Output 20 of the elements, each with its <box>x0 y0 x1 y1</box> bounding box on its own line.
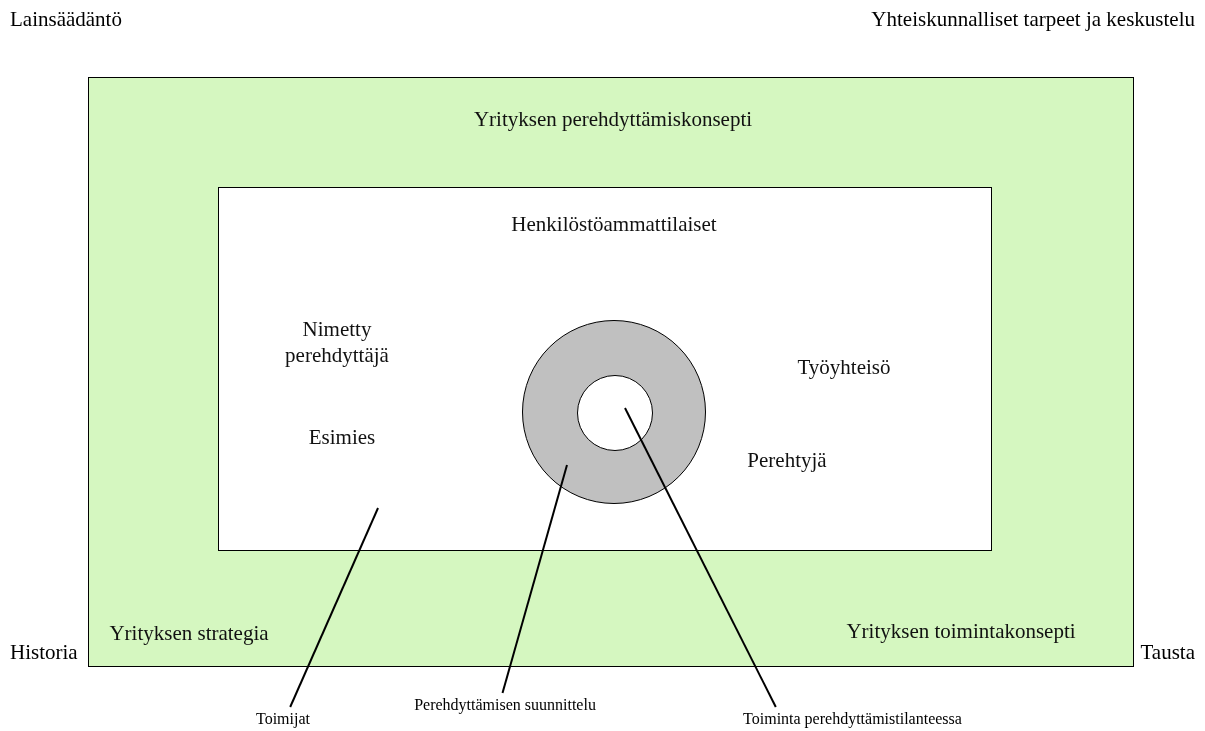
leader-text: Toimijat <box>238 707 328 731</box>
panel-text: Yrityksen toimintakonsepti <box>846 617 1076 645</box>
role-text: Nimetty perehdyttäjä <box>284 315 390 369</box>
leader-text: Perehdyttämisen suunnittelu <box>380 693 630 717</box>
panel-title: Yrityksen perehdyttämiskonsepti <box>473 105 753 133</box>
panel-title: Henkilöstöammattilaiset <box>511 210 717 238</box>
context-label: Tausta <box>1140 640 1195 665</box>
leader-line <box>289 507 379 708</box>
context-label: Yhteiskunnalliset tarpeet ja keskustelu <box>871 7 1195 32</box>
context-label: Lainsäädäntö <box>10 7 122 32</box>
role-text: Esimies <box>308 423 376 451</box>
leader-line <box>501 464 568 694</box>
outer-panel <box>88 77 1134 667</box>
leader-text: Toiminta perehdyttämistilanteessa <box>705 707 1000 731</box>
context-label: Historia <box>10 640 78 665</box>
role-text: Perehtyjä <box>747 446 827 474</box>
panel-text: Yrityksen strategia <box>109 619 269 647</box>
leader-line <box>624 407 777 708</box>
role-text: Työyhteisö <box>797 353 891 381</box>
inner-panel <box>218 187 992 551</box>
